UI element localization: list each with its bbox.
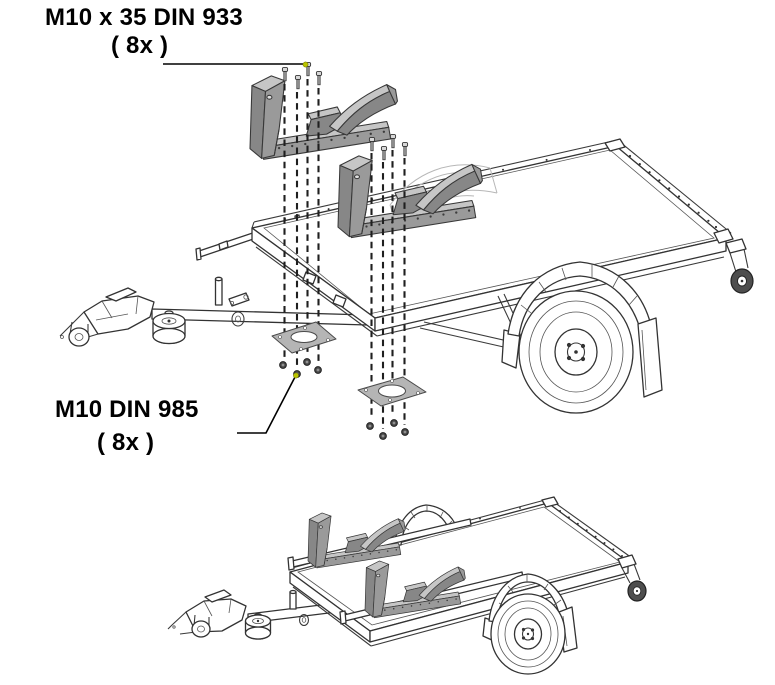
nut-callout-leader — [237, 372, 299, 434]
jockey-wheel — [68, 327, 90, 347]
wheel-fender-bottom — [482, 573, 578, 675]
jockey-post-bottom — [289, 589, 310, 627]
bolt-4 — [315, 71, 323, 86]
mounting-plate-1 — [271, 321, 337, 354]
bolt-6 — [380, 146, 388, 161]
nut-callout-qty: ( 8x ) — [97, 429, 155, 456]
support-disc-bottom — [244, 613, 272, 640]
trailer-bed — [251, 138, 734, 337]
bolt-5 — [368, 137, 376, 152]
exploded-view — [59, 61, 754, 440]
nut-6 — [379, 432, 387, 440]
rail-hole-dots — [284, 149, 718, 229]
corner-wheel-bottom — [617, 554, 647, 602]
wheel-fender — [501, 261, 663, 414]
jockey-post — [214, 276, 223, 306]
mounting-plate-2 — [357, 376, 427, 407]
bolt-7 — [389, 134, 397, 149]
nut-5 — [366, 422, 374, 430]
assembled-view — [167, 496, 647, 675]
support-disc — [152, 310, 186, 345]
corner-wheel — [725, 238, 754, 294]
nut-1 — [279, 361, 287, 369]
wheel-chock-1 — [249, 75, 398, 160]
bolt-2 — [294, 75, 302, 90]
bolt-callout-leader — [163, 61, 309, 68]
nut-8 — [401, 428, 409, 436]
axle — [419, 293, 521, 349]
bolt-1 — [281, 67, 289, 82]
hitch-coupler — [59, 287, 155, 347]
nut-callout-text: M10 DIN 985 — [55, 396, 199, 423]
bolt-callout-qty: ( 8x ) — [111, 32, 169, 59]
bolt-callout-text: M10 x 35 DIN 933 — [45, 4, 243, 31]
nut-7 — [390, 419, 398, 427]
hitch-coupler-bottom — [167, 589, 247, 638]
nut-3 — [303, 358, 311, 366]
nut-4 — [314, 366, 322, 374]
beam-bracket — [228, 292, 250, 327]
bolt-8 — [401, 142, 409, 157]
